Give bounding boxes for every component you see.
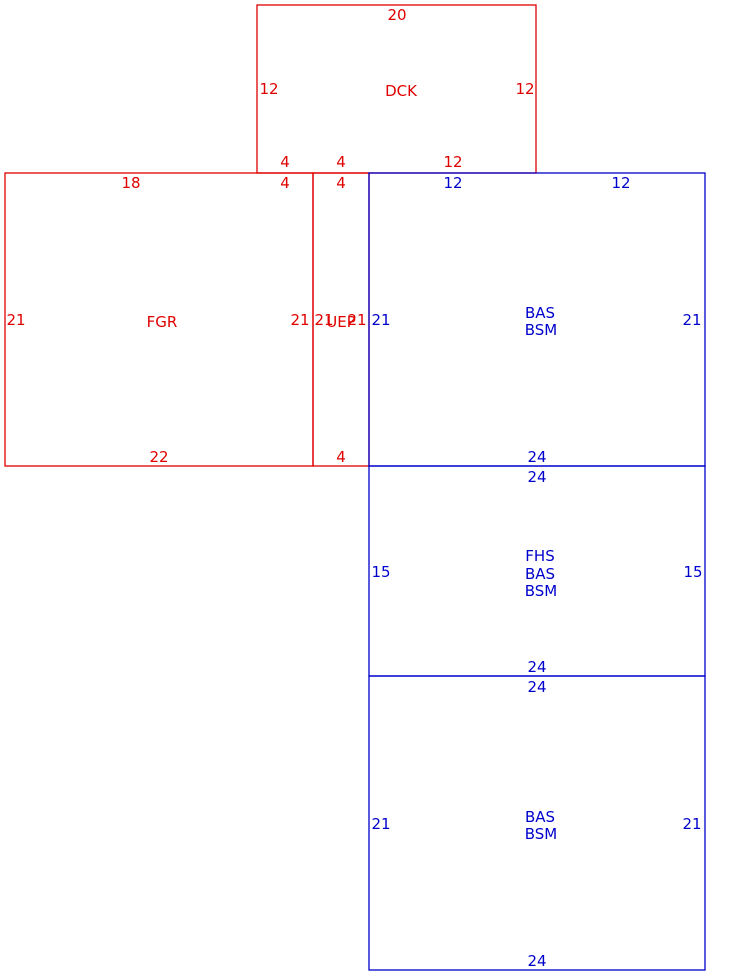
uep-top-dim: 4 [336, 174, 346, 192]
fhs-label-1: FHS [525, 547, 554, 565]
uep-label: UEP [326, 313, 356, 331]
dck-bottom-dim-c: 12 [443, 153, 462, 171]
fhs-right-dim: 15 [683, 563, 702, 581]
dck-right-dim: 12 [515, 80, 534, 98]
bas-upper-top-dim-b: 12 [611, 174, 630, 192]
bas-upper-bottom-dim: 24 [527, 448, 546, 466]
uep-right-dim: 21 [347, 311, 366, 329]
fhs-top-dim: 24 [527, 468, 546, 486]
dck-label: DCK [385, 82, 418, 100]
bas-lower-top-dim: 24 [527, 678, 546, 696]
dck-bottom-dim-b: 4 [336, 153, 346, 171]
uep-left-dim: 21 [314, 311, 333, 329]
bas-lower-label-2: BSM [525, 825, 558, 843]
bas-lower-outline [368, 675, 706, 971]
fgr-top-dim-a: 18 [121, 174, 140, 192]
fhs-bottom-dim: 24 [527, 658, 546, 676]
fgr-label: FGR [147, 313, 178, 331]
bas-upper-right-dim: 21 [682, 311, 701, 329]
dck-left-dim: 12 [259, 80, 278, 98]
fgr-top-dim-b: 4 [280, 174, 290, 192]
area-uep: UEP 4 21 21 4 [312, 172, 370, 467]
area-fgr: FGR 18 4 21 21 22 [4, 172, 314, 467]
bas-lower-left-dim: 21 [371, 815, 390, 833]
fhs-label-2: BAS [525, 565, 555, 583]
uep-bottom-dim: 4 [336, 448, 346, 466]
bas-upper-label-2: BSM [525, 321, 558, 339]
area-bas-lower: BAS BSM 24 21 21 24 [368, 675, 706, 971]
fhs-label-3: BSM [525, 582, 558, 600]
fhs-left-dim: 15 [371, 563, 390, 581]
bas-lower-bottom-dim: 24 [527, 952, 546, 970]
area-dck: DCK 20 12 12 4 4 12 [256, 4, 537, 174]
fgr-bottom-dim: 22 [149, 448, 168, 466]
bas-upper-label-1: BAS [525, 304, 555, 322]
dck-top-dim: 20 [387, 6, 406, 24]
bas-upper-left-dim: 21 [371, 311, 390, 329]
fgr-left-dim: 21 [6, 311, 25, 329]
area-bas-upper: BAS BSM 12 12 21 21 24 [368, 172, 706, 467]
dck-bottom-dim-a: 4 [280, 153, 290, 171]
bas-lower-label-1: BAS [525, 808, 555, 826]
area-fhs: FHS BAS BSM 24 15 15 24 [368, 465, 706, 677]
bas-lower-right-dim: 21 [682, 815, 701, 833]
fgr-right-dim: 21 [290, 311, 309, 329]
bas-upper-top-dim-a: 12 [443, 174, 462, 192]
